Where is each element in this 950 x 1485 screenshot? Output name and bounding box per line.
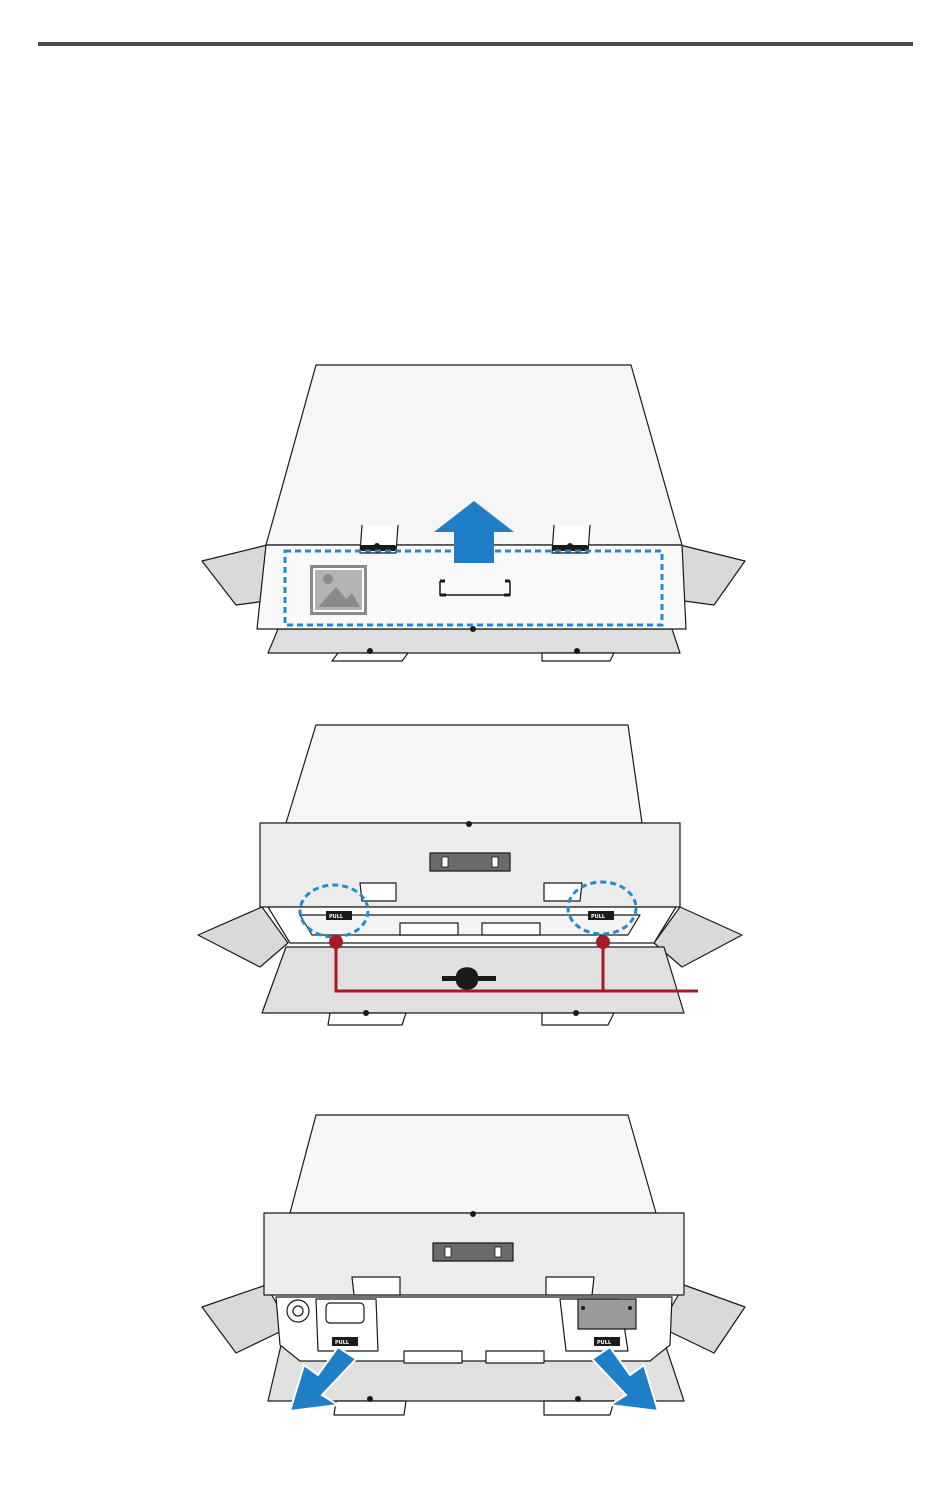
- left-flap: [202, 545, 267, 605]
- box-top: [286, 725, 642, 823]
- step-3-illustration: PULL PULL: [0, 1105, 950, 1425]
- step-2-illustration: PULL PULL: [0, 715, 950, 1035]
- pull-tab-right[interactable]: PULL: [588, 911, 614, 920]
- svg-text:PULL: PULL: [597, 1340, 612, 1346]
- pull-tab-right[interactable]: PULL: [594, 1337, 620, 1346]
- lower-tabs: [332, 653, 614, 661]
- svg-text:PULL: PULL: [329, 914, 344, 920]
- top-rule: [38, 42, 913, 46]
- box-top: [290, 1115, 656, 1213]
- bottom-flap: [268, 629, 680, 653]
- svg-text:PULL: PULL: [591, 914, 606, 920]
- callout-dot-left: [329, 935, 343, 949]
- callout-dot-right: [596, 935, 610, 949]
- pull-tab-left[interactable]: PULL: [326, 911, 352, 920]
- pull-tab-left[interactable]: PULL: [332, 1337, 358, 1346]
- right-flap: [680, 545, 745, 605]
- step-1-illustration: [0, 355, 950, 675]
- image-icon: [310, 565, 367, 615]
- svg-text:PULL: PULL: [335, 1340, 350, 1346]
